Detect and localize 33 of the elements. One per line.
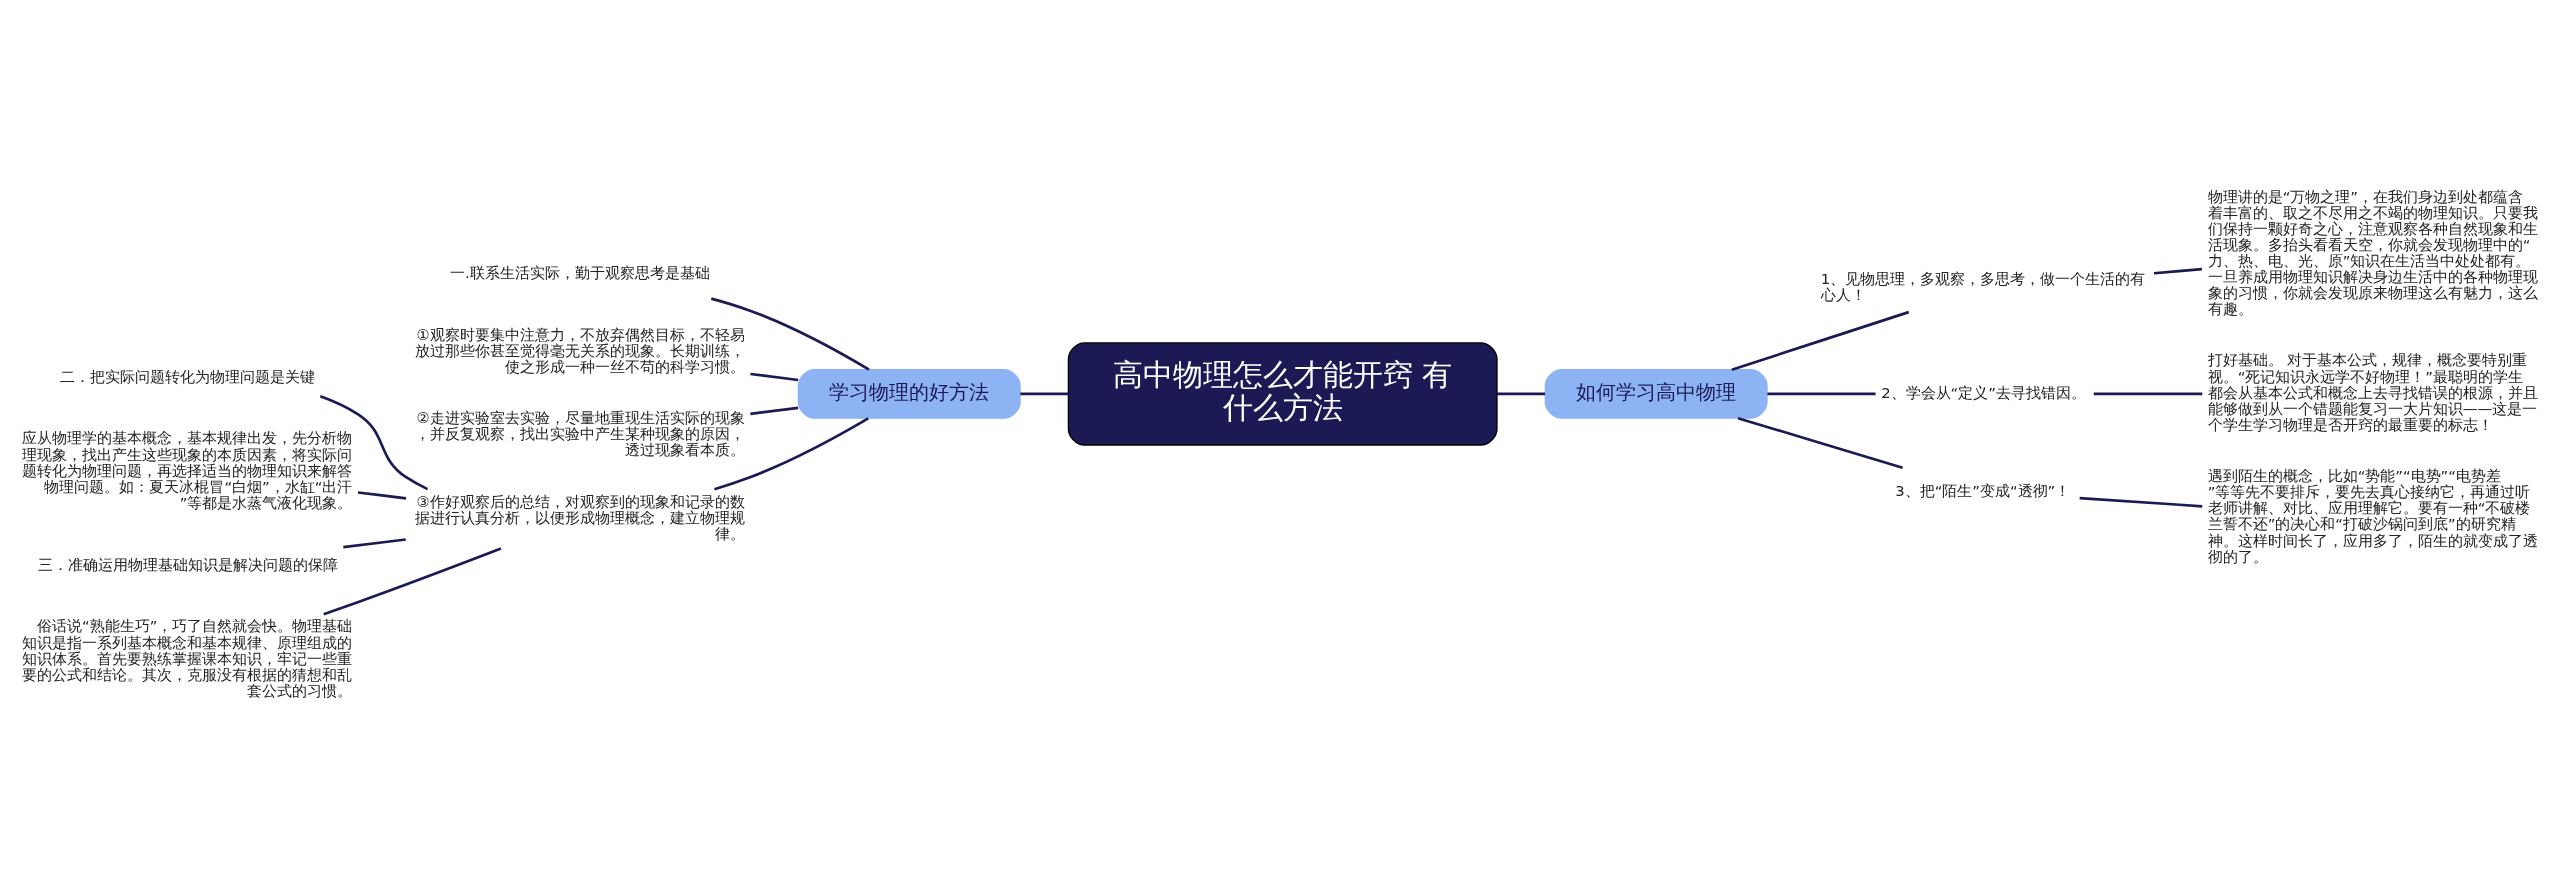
node-text: ①观察时要集中注意力，不放弃偶然目标，不轻易放过那些你甚至觉得毫无关系的现象。长期训练，使之形成一种一丝不苟的科学习惯。 [414, 325, 745, 375]
node-box: 如何学习高中物理 [1544, 368, 1768, 419]
node-text: 1、见物思理，多观察，多思考，做一个生活的有心人！ [1820, 269, 2146, 303]
node-text: 物理讲的是“万物之理”，在我们身边到处都蕴含着丰富的、取之不尽用之不竭的物理知识。只要我们保持一颗好奇之心，注意观察各种自然现象和生活现象。多抬头看看天空，你就会发现物理中的“力、热、电、光、原”知识在生活当中处处都有。一旦养成用物理知识解决身边生活中的各种物理现象的习惯，你就会发现原来物理这么有魅力，这么有趣。 [2207, 187, 2538, 317]
node-text: 2、学会从“定义”去寻找错因。 [1881, 383, 2086, 401]
node-text: 打好基础。 对于基本公式，规律，概念要特别重视。“死记知识永远学不好物理！”最聪明的学生都会从基本公式和概念上去寻找错误的根源，并且能够做到从一个错题能复习一大片知识——这是一个学生学习物理是否开窍的最重要的标志！ [2207, 350, 2538, 433]
connector [714, 416, 869, 490]
connector [319, 394, 429, 490]
connector [323, 546, 502, 615]
connector [750, 406, 799, 415]
connector [1497, 392, 1545, 395]
node-text: 三．准确运用物理基础知识是解决问题的保障 [37, 555, 338, 573]
connector [710, 296, 870, 371]
node-text: 一.联系生活实际，勤于观察思考是基础 [450, 263, 710, 281]
node-text: 应从物理学的基本概念，基本规律出发，先分析物理现象，找出产生这些现象的本质因素，将实际问题转化为物理问题，再选择适当的物理知识来解答物理问题。如：夏天冰棍冒“白烟”，水缸“出汗”等都是水蒸气液化现象。 [22, 428, 353, 511]
node-text: 俗话说“熟能生巧”，巧了自然就会快。物理基础知识是指一系列基本概念和基本规律、原理组成的知识体系。首先要熟练掌握课本知识，牢记一些重要的公式和结论。其次，克服没有根据的猜想和乱套公式的习惯。 [22, 616, 353, 699]
connector [2079, 496, 2203, 508]
connector [357, 490, 407, 500]
node-text: ②走进实验室去实验，尽量地重现生活实际的现象，并反复观察，找出实验中产生某种现象的原因，透过现象看本质。 [414, 408, 745, 458]
connector [1767, 392, 1876, 395]
connector [1731, 310, 1910, 371]
node-text: 遇到陌生的概念，比如“势能”“电势”“电势差”等等先不要排斥，要先去真心接纳它，再通过听老师讲解、对比、应用理解它。要有一种“不破楼兰誓不还”的决心和“打破沙锅问到底”的研究精神。这样时间长了，应用多了，陌生的就变成了透彻的了。 [2207, 466, 2538, 565]
connector [2153, 267, 2203, 275]
node-box: 高中物理怎么才能开窍 有什么方法 [1067, 341, 1498, 446]
connector [2093, 392, 2203, 395]
node-text: 二．把实际问题转化为物理问题是关键 [59, 367, 315, 385]
connector [1020, 392, 1069, 395]
node-box: 学习物理的好方法 [797, 368, 1021, 419]
node-text: ③作好观察后的总结，对观察到的现象和记录的数据进行认真分析，以便形成物理概念，建立物理规律。 [414, 492, 745, 542]
connector [343, 537, 406, 548]
node-text: 3、把“陌生”变成“透彻”！ [1895, 481, 2071, 499]
connector [750, 372, 799, 381]
connector [1737, 416, 1903, 469]
